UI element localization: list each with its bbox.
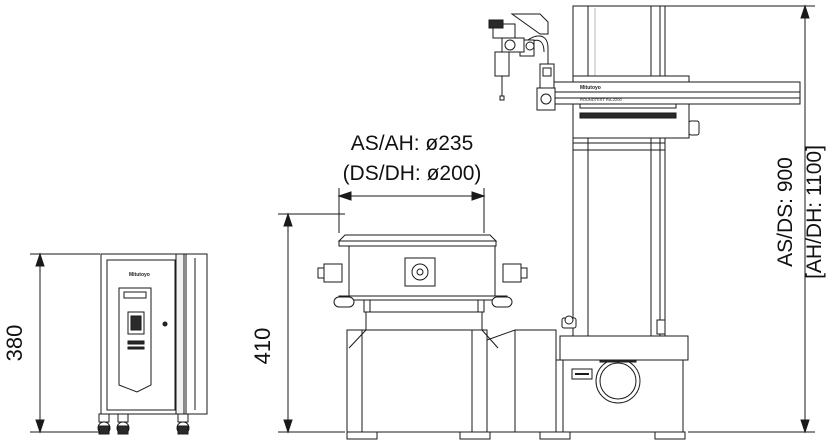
base-unit (346, 329, 686, 440)
head-logo: Mitutoyo (580, 85, 601, 91)
model-logo: ROUNDTEST RA-2200 (580, 97, 622, 102)
dim-controller-height (30, 252, 100, 434)
controller-cabinet (97, 253, 208, 435)
table-diameter-secondary-label: (DS/DH: ø200) (343, 162, 482, 185)
table-height-label: 410 (250, 328, 275, 365)
table-diameter-primary-label: AS/AH: ø235 (351, 132, 474, 155)
column-height-primary-label: AS/DS: 900 (774, 157, 797, 267)
dim-table-diameter (337, 188, 486, 233)
rotary-table (317, 234, 528, 349)
carriage-arm (488, 13, 801, 139)
dim-table-height (278, 212, 345, 434)
controller-logo: Mitutoyo (129, 272, 150, 278)
column-height-secondary-label: [AH/DH: 1100] (803, 145, 826, 279)
column (559, 5, 689, 361)
controller-height-label: 380 (2, 325, 27, 362)
dim-column-height (665, 4, 815, 434)
